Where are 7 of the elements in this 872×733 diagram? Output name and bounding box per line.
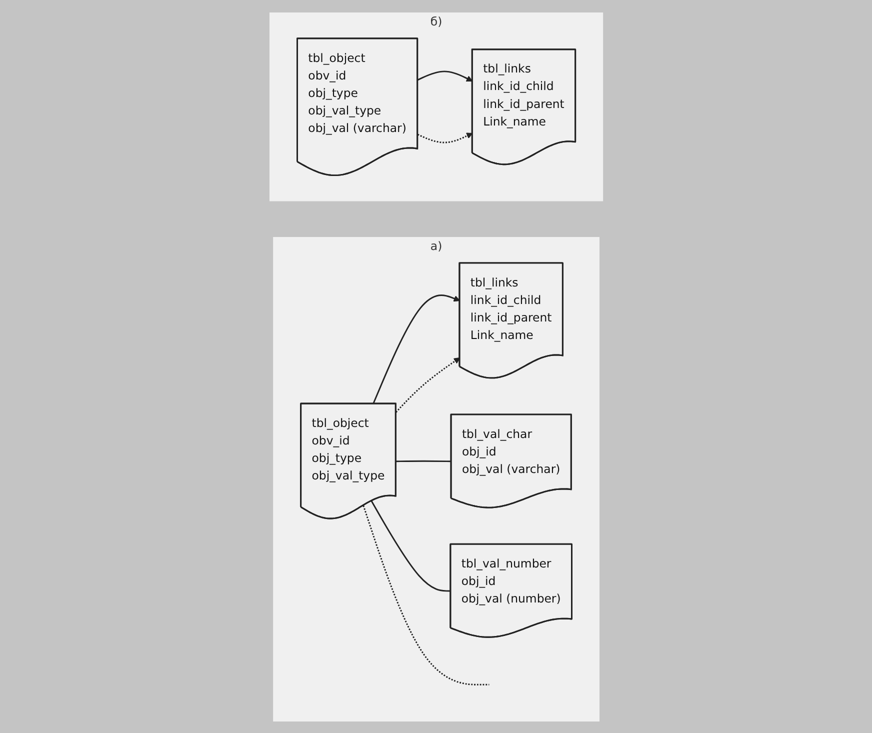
connector [396,460,452,462]
connector [370,500,451,592]
arrow [372,294,460,404]
arrow [395,356,460,412]
connector [362,504,489,685]
arrow [417,132,472,143]
arrow [417,70,472,82]
